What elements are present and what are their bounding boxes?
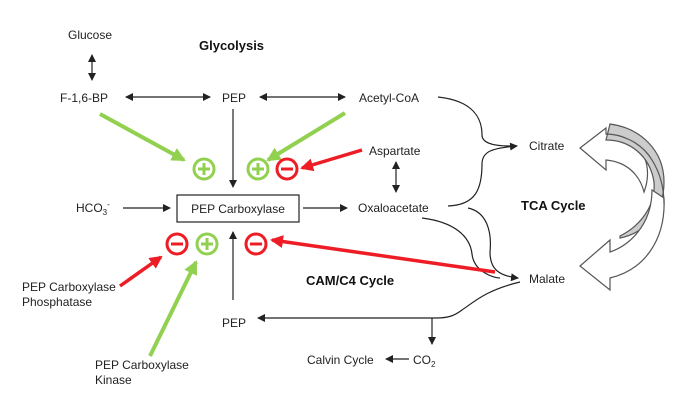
green-arrow-f16bp xyxy=(99,112,186,162)
red-arrow-phosphatase xyxy=(118,255,163,288)
glucose-label: Glucose xyxy=(68,28,112,42)
kinase-label-line1: PEP Carboxylase xyxy=(95,358,189,372)
co-text: CO xyxy=(413,353,431,367)
red-arrow-malate xyxy=(270,235,496,274)
green-arrow-acetyl-coa xyxy=(266,111,347,162)
red-arrow-aspartate xyxy=(300,148,363,172)
hco3-label: HCO3- xyxy=(76,200,110,217)
aspartate-label: Aspartate xyxy=(369,144,421,158)
tca-arrow-outline xyxy=(605,133,665,205)
citrate-label: Citrate xyxy=(529,139,565,153)
pep-carboxylase-label: PEP Carboxylase xyxy=(191,202,285,216)
acetyl-coa-label: Acetyl-CoA xyxy=(359,91,419,105)
curve-oxaloacetate-malate-inner xyxy=(421,217,501,279)
co2-subscript: 2 xyxy=(431,360,436,369)
pep-carboxylase-box xyxy=(176,194,300,223)
activator-plus-symbol-2 xyxy=(246,157,270,181)
calvin-cycle-label: Calvin Cycle xyxy=(307,353,374,367)
curve-acetyl-coa-citrate xyxy=(437,96,511,147)
phosphatase-label-line1: PEP Carboxylase xyxy=(22,280,116,294)
cam-c4-cycle-title: CAM/C4 Cycle xyxy=(306,273,394,288)
inhibitor-minus-symbol-1 xyxy=(275,157,299,181)
activator-plus-symbol-1 xyxy=(192,157,216,181)
inhibitor-minus-symbol-3 xyxy=(244,232,268,256)
tca-arrow-lower-head xyxy=(579,188,665,292)
tca-cycle-title: TCA Cycle xyxy=(521,198,586,213)
inhibitor-minus-symbol-2 xyxy=(165,232,189,256)
green-arrow-kinase xyxy=(148,260,198,357)
hco3-subscript: 3 xyxy=(103,208,108,217)
f16bp-label: F-1,6-BP xyxy=(60,91,108,105)
curve-oxaloacetate-citrate xyxy=(447,142,518,207)
curve-oxaloacetate-malate xyxy=(467,207,519,282)
malate-label: Malate xyxy=(529,272,565,286)
oxaloacetate-label: Oxaloacetate xyxy=(358,201,429,215)
curve-malate-down xyxy=(435,281,521,319)
activator-plus-symbol-3 xyxy=(195,232,219,256)
hco3-text: HCO xyxy=(76,201,103,215)
phosphatase-label-line2: Phosphatase xyxy=(22,295,92,309)
co2-label: CO2 xyxy=(413,353,436,369)
kinase-label-line2: Kinase xyxy=(95,373,132,387)
pep-top-label: PEP xyxy=(222,91,246,105)
hco3-superscript: - xyxy=(107,200,110,209)
glycolysis-title: Glycolysis xyxy=(199,38,264,53)
pep-bottom-label: PEP xyxy=(222,316,246,330)
